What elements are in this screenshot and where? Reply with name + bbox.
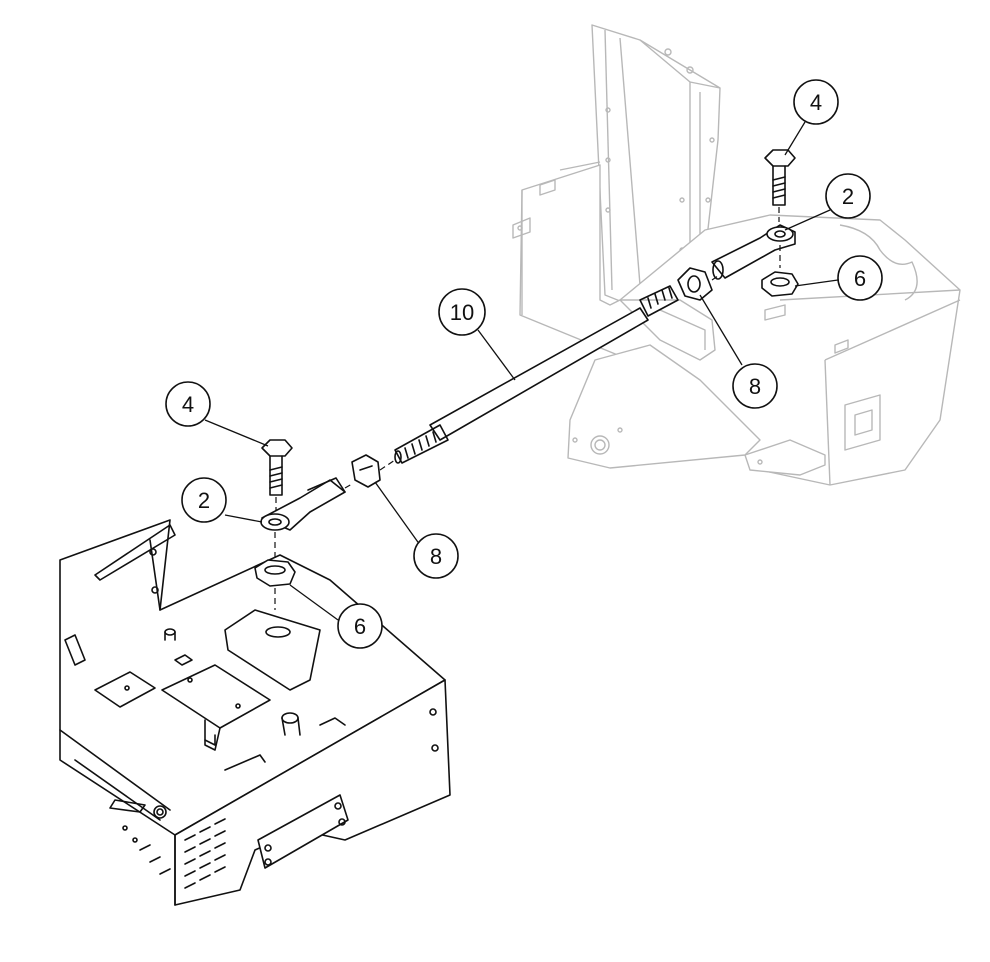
callout-label: 10 [450,300,474,325]
callout-4-right: 4 [793,79,839,125]
callout-6-left: 6 [337,603,383,649]
callout-8-right: 8 [732,363,778,409]
leader-lines [204,121,839,621]
callout-label: 4 [810,90,822,115]
ghost-upper-frame [512,24,961,486]
callout-8-left: 8 [413,533,459,579]
vent-slots [139,818,226,889]
callout-2-right: 2 [825,173,871,219]
callout-label: 2 [198,488,210,513]
callout-label: 8 [430,544,442,569]
threaded-rod [394,285,679,464]
callout-label: 8 [749,374,761,399]
callout-6-right: 6 [837,255,883,301]
callout-label: 4 [182,392,194,417]
lower-frame [59,519,451,906]
left-hardware [254,439,396,610]
callout-label: 2 [842,184,854,209]
callout-10: 10 [438,288,486,336]
callout-4-left: 4 [165,381,211,427]
callout-2-left: 2 [181,477,227,523]
callout-label: 6 [354,614,366,639]
right-hardware [677,149,799,301]
callout-label: 6 [854,266,866,291]
